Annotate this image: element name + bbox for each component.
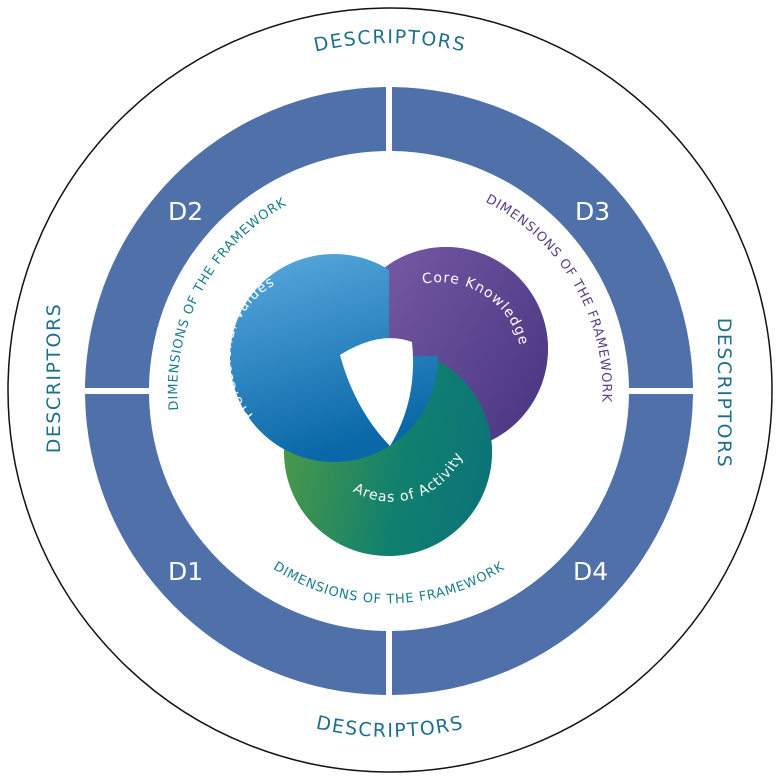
quadrant-d2[interactable] bbox=[85, 87, 386, 388]
quadrant-d4[interactable] bbox=[392, 394, 693, 695]
quadrant-d1-label: D1 bbox=[168, 557, 203, 586]
quadrant-d4-label: D4 bbox=[573, 557, 608, 586]
quadrant-d3-label: D3 bbox=[575, 197, 610, 226]
quadrant-d2-label: D2 bbox=[168, 197, 203, 226]
descriptors-left-label: DESCRIPTORS bbox=[43, 303, 65, 454]
descriptors-right-label: DESCRIPTORS bbox=[713, 318, 735, 469]
quadrant-d3[interactable] bbox=[392, 87, 693, 388]
quadrant-d1[interactable] bbox=[85, 394, 386, 695]
center-hole bbox=[340, 338, 414, 446]
core-knowledge-overlap bbox=[389, 247, 548, 356]
quadrant-ring bbox=[85, 87, 693, 695]
core-trefoil bbox=[230, 247, 548, 556]
